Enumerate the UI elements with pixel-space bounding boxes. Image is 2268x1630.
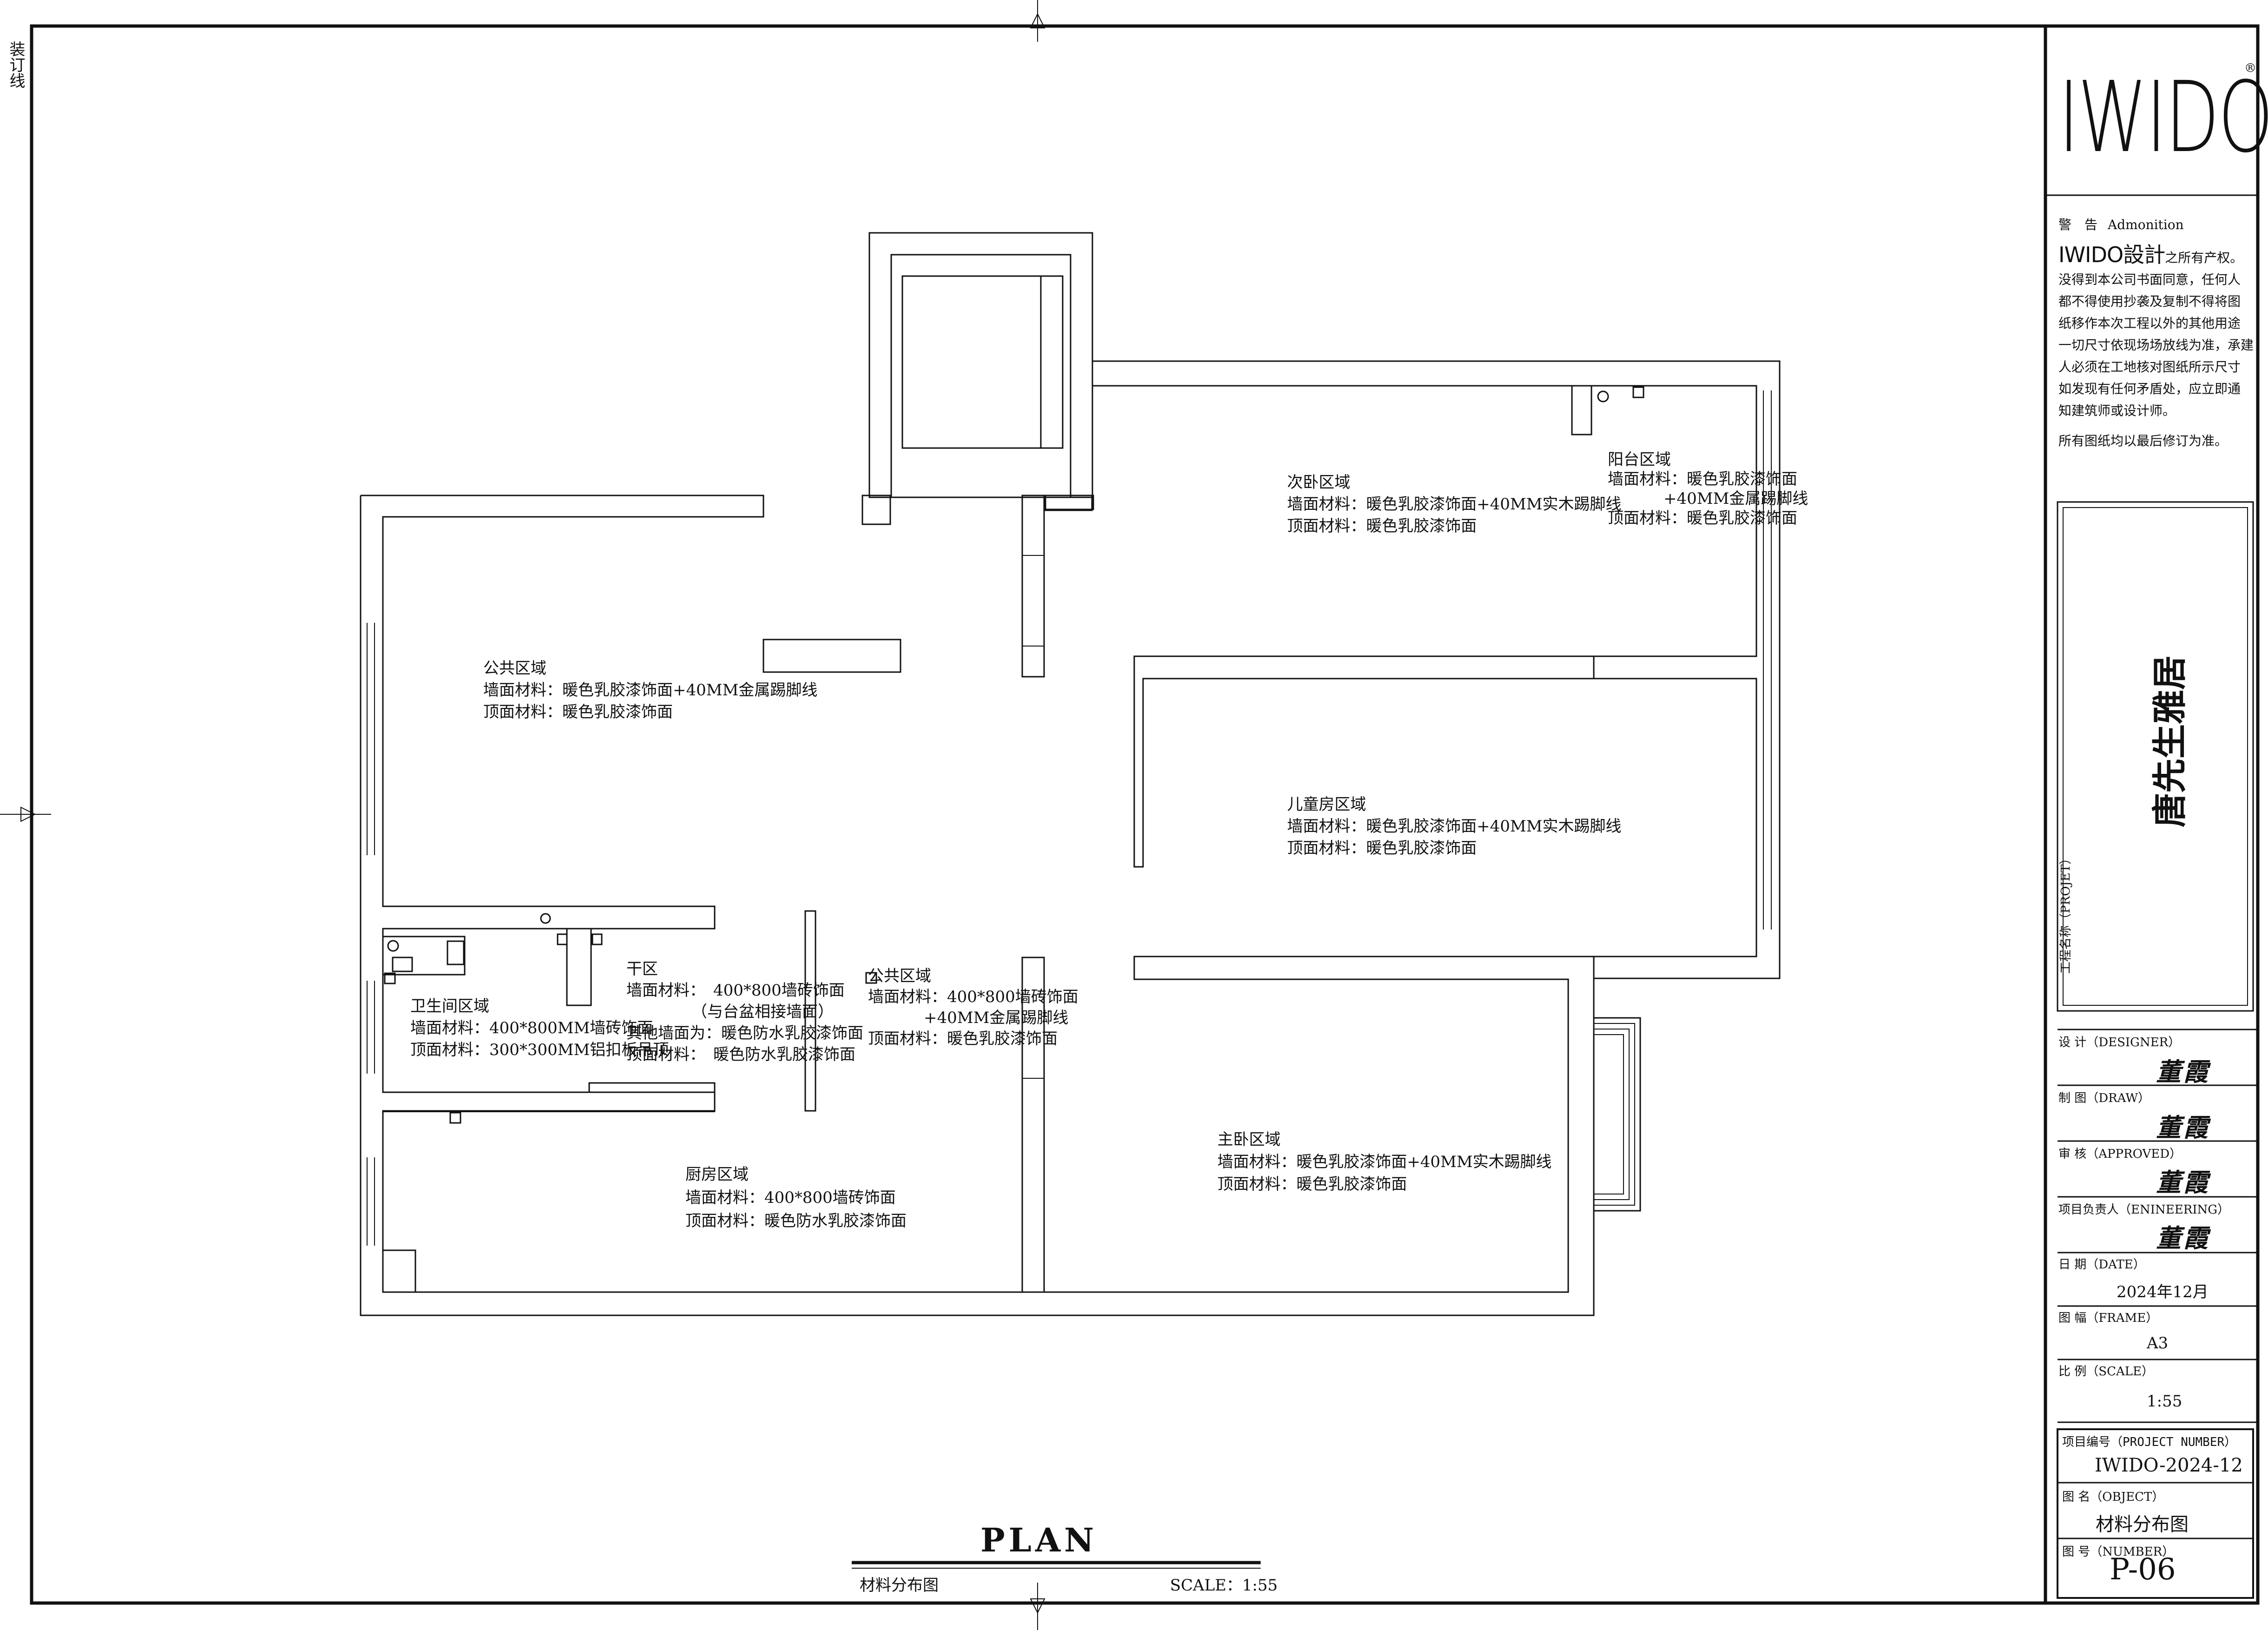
room-label-dry-area: 干区 墙面材料： 400*800墙砖饰面 （与台盆相接墙面） 其他墙面为：暖色防… — [626, 960, 863, 1064]
frame-value: A3 — [2147, 1334, 2169, 1353]
engineering-label: 项目负责人（ENINEERING） — [2058, 1203, 2230, 1217]
object-value: 材料分布图 — [2096, 1514, 2189, 1535]
center-mark-bottom — [1030, 1583, 1045, 1630]
room-label-kids-room: 儿童房区域 墙面材料：暖色乳胶漆饰面+40MM实木踢脚线 顶面材料：暖色乳胶漆饰… — [1287, 795, 1622, 858]
walls — [360, 232, 1781, 1316]
room-label-bathroom: 卫生间区域 墙面材料：400*800MM墙砖饰面 顶面材料：300*300MM铝… — [410, 997, 669, 1059]
registered-mark: ® — [2244, 61, 2256, 75]
sheet-border — [30, 24, 2260, 1605]
plan-title: PLAN — [980, 1521, 1098, 1559]
room-label-master-bedroom: 主卧区域 墙面材料：暖色乳胶漆饰面+40MM实木踢脚线 顶面材料：暖色乳胶漆饰面 — [1217, 1130, 1552, 1194]
project-number-label: 项目编号（PROJECT NUMBER） — [2062, 1435, 2237, 1449]
brand-logo: IWIDO — [2058, 60, 2268, 174]
room-label-balcony: 阳台区域 墙面材料：暖色乳胶漆饰面 +40MM金属踢脚线 顶面材料：暖色乳胶漆饰… — [1608, 450, 1808, 528]
designer-signature: 董霞 — [2156, 1057, 2210, 1087]
project-label: 工程名称（PROJET） — [2059, 852, 2073, 974]
binding-line-label: 装订线 — [7, 41, 25, 88]
draw-label: 制 图（DRAW） — [2058, 1091, 2150, 1105]
scale-value: 1:55 — [2147, 1392, 2183, 1411]
frame-label: 图 幅（FRAME） — [2058, 1311, 2158, 1325]
number-label: 图 号（NUMBER） — [2062, 1545, 2175, 1559]
plan-scale: SCALE：1:55 — [1170, 1576, 1278, 1595]
engineering-signature: 董霞 — [2156, 1223, 2210, 1253]
project-name: 唐先生雅居 — [2150, 655, 2190, 827]
title-block-lines — [2045, 194, 2258, 1599]
center-mark-left — [0, 806, 51, 822]
plan-subtitle: 材料分布图 — [860, 1576, 939, 1595]
approved-label: 审 核（APPROVED） — [2058, 1147, 2182, 1161]
room-label-kitchen: 厨房区域 墙面材料：400*800墙砖饰面 顶面材料：暖色防水乳胶漆饰面 — [685, 1165, 907, 1230]
room-label-public-1: 公共区域 墙面材料：暖色乳胶漆饰面+40MM金属踢脚线 顶面材料：暖色乳胶漆饰面 — [483, 659, 818, 721]
project-number-value: IWIDO-2024-12 — [2095, 1455, 2243, 1476]
approved-signature: 董霞 — [2156, 1168, 2210, 1197]
warning-text: IWIDO設計之所有产权。 没得到本公司书面同意，任何人 都不得使用抄袭及复制不… — [2058, 242, 2254, 449]
object-label: 图 名（OBJECT） — [2062, 1490, 2164, 1504]
draw-signature: 董霞 — [2156, 1113, 2210, 1142]
date-value: 2024年12月 — [2117, 1283, 2209, 1301]
room-label-second-bedroom: 次卧区域 墙面材料：暖色乳胶漆饰面+40MM实木踢脚线 顶面材料：暖色乳胶漆饰面 — [1287, 473, 1622, 535]
designer-label: 设 计（DESIGNER） — [2058, 1036, 2181, 1049]
warning-brand: IWIDO設計 — [2058, 242, 2165, 267]
number-value: P-06 — [2110, 1552, 2176, 1587]
scale-label: 比 例（SCALE） — [2058, 1365, 2154, 1379]
center-mark-top — [1030, 0, 1045, 42]
date-label: 日 期（DATE） — [2058, 1258, 2145, 1272]
room-label-public-2: 公共区域 墙面材料：400*800墙砖饰面 +40MM金属踢脚线 顶面材料：暖色… — [868, 967, 1078, 1048]
